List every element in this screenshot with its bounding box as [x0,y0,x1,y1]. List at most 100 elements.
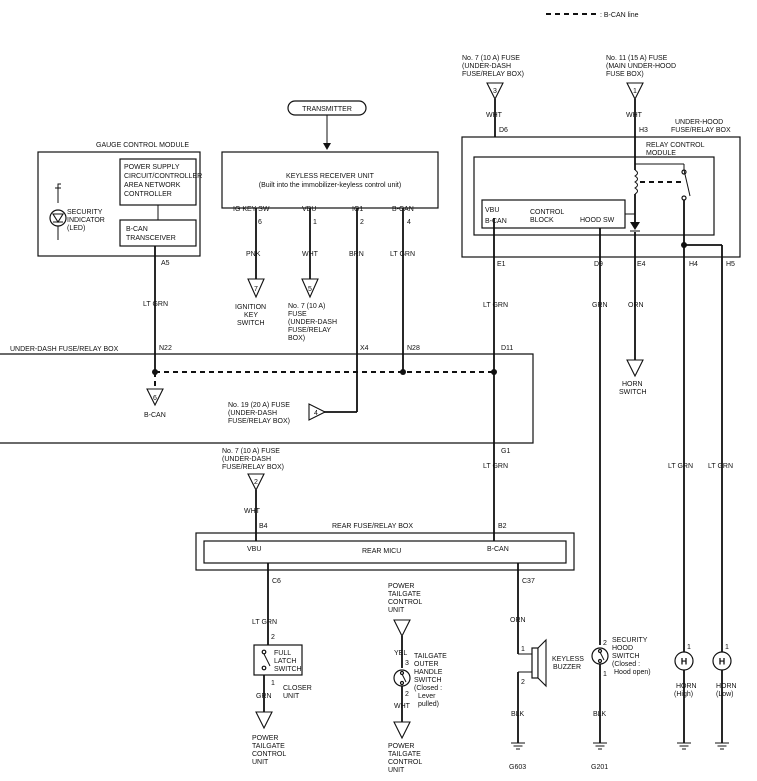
buzzer-body [531,647,539,679]
under-hood-fuse-box: UNDER-HOOD FUSE/RELAY BOX RELAY CONTROL … [461,119,741,470]
tailgate-switch-line: Lever [418,693,436,700]
keyless-pin-num: 2 [360,219,364,226]
keyless-box [221,151,439,209]
transmitter: TRANSMITTER [287,100,367,150]
tailgate-wire-color: WHT [394,703,411,710]
tailgate-switch-blade [401,673,407,683]
rear-fuse-line: FUSE/RELAY BOX) [222,464,284,471]
hood-switch-contact [597,658,603,664]
left-fuse-connector [486,82,504,101]
left-fuse-ref: 3 [493,88,497,95]
hood-label-line: (Closed : [612,661,640,668]
fuse7-label-line: (UNDER-DASH [288,319,337,326]
tailgate-ptcu-top-line: TAILGATE [388,591,421,598]
legend: : B-CAN line [546,12,639,19]
keyless-buzzer: ORN 1 KEYLESS BUZZER 2 BLK G603 [509,563,584,771]
left-fuse-line: FUSE/RELAY BOX) [462,71,524,78]
underhood-box [461,136,741,258]
control-bcan: B-CAN [485,218,507,225]
tailgate-ptcu-bottom-line: UNIT [388,767,405,774]
legend-text: : B-CAN line [600,12,639,19]
gauge-transceiver-line: B-CAN [126,226,148,233]
buzzer-pin: 1 [521,646,525,653]
fuse19-connector [308,403,327,421]
closer-unit-line: UNIT [283,693,300,700]
horn-pin: 1 [687,644,691,651]
horn-symbol: H [719,657,726,667]
fuse19-ref-number: 4 [314,410,318,417]
horn-switch-line: SWITCH [619,389,647,396]
relay-contact-point [681,195,687,201]
rear-fuse-line: No. 7 (10 A) FUSE [222,448,280,455]
underhood-pin: E1 [497,261,506,268]
tailgate-ptcu-bottom-line: POWER [388,743,414,750]
latch-label-line: SWITCH [274,666,302,673]
rear-fuse-connector [247,473,265,492]
underdash-pin: N28 [407,345,420,352]
gauge-box [37,151,201,257]
control-vbu: VBU [485,207,499,214]
closer-unit-line: CLOSER [283,685,312,692]
right-fuse-pin: H3 [639,127,648,134]
hood-label-line: SECURITY [612,637,648,644]
hood-label-line: SWITCH [612,653,640,660]
rear-micu-vbu: VBU [247,546,261,553]
latch-label-line: LATCH [274,658,296,665]
horn-switch-line: HORN [622,381,643,388]
right-fuse-wire-color: WHT [626,112,643,119]
rear-box-outer [195,532,575,571]
ground-label: G603 [509,764,526,771]
hood-pin: 1 [603,671,607,678]
led-diode-icon [52,213,64,224]
underhood-title-line: FUSE/RELAY BOX [671,127,731,134]
closer-ptcu-connector [255,711,273,730]
rear-pin: C6 [272,578,281,585]
underhood-wire-color: LT GRN [483,302,508,309]
tailgate-switch-line: (Closed : [414,685,442,692]
relay-control-module-box [473,156,715,236]
ground-icon [715,742,729,750]
latch-label-line: FULL [274,650,291,657]
led-power-symbol [55,183,61,189]
underhood-pin: E4 [637,261,646,268]
tailgate-ptcu-top-line: UNIT [388,607,405,614]
underdash-pin: G1 [501,448,510,455]
gauge-title: GAUGE CONTROL MODULE [96,142,189,149]
horn-label-line: HORN [716,683,737,690]
ignition-label-line: SWITCH [237,320,265,327]
tailgate-ptcu-bottom-line: TAILGATE [388,751,421,758]
ground-icon [677,742,691,750]
ground-icon [593,742,607,750]
tailgate-ptcu-top-connector [393,619,411,638]
bcan-ref-number: 6 [153,395,157,402]
buzzer-label-line: BUZZER [553,664,581,671]
horn-label-line: (Low) [716,691,734,698]
rear-pin: B4 [259,523,268,530]
ignition-ref-number: 7 [254,286,258,293]
underdash-title: UNDER-DASH FUSE/RELAY BOX [10,346,119,353]
tailgate-pin: 3 [405,660,409,667]
hood-label-line: HOOD [612,645,633,652]
ground-label: G201 [591,764,608,771]
hood-wire-color: BLK [593,711,607,718]
closer-ptcu-line: CONTROL [252,751,286,758]
closer-wire-color: GRN [256,693,272,700]
led-label-line: (LED) [67,225,85,232]
rear-pin: B2 [498,523,507,530]
left-fuse-pin: D6 [499,127,508,134]
gauge-psu-line: CIRCUIT/CONTROLLER [124,173,202,180]
gauge-transceiver-box [119,219,197,247]
ignition-label-line: KEY [244,312,258,319]
horn-low: 1 H HORN (Low) [712,644,737,750]
underhood-pin: H5 [726,261,735,268]
tailgate-switch-line: HANDLE [414,669,443,676]
bcan-label: B-CAN [144,412,166,419]
rear-pin: C37 [522,578,535,585]
underdash-pin: X4 [360,345,369,352]
underdash-pin: N22 [159,345,172,352]
horn-high: 1 H HORN (High) [674,644,697,750]
gauge-pin: A5 [161,260,170,267]
fuse7-ref-number: 5 [308,286,312,293]
gauge-control-module: GAUGE CONTROL MODULE POWER SUPPLY CIRCUI… [37,142,202,308]
